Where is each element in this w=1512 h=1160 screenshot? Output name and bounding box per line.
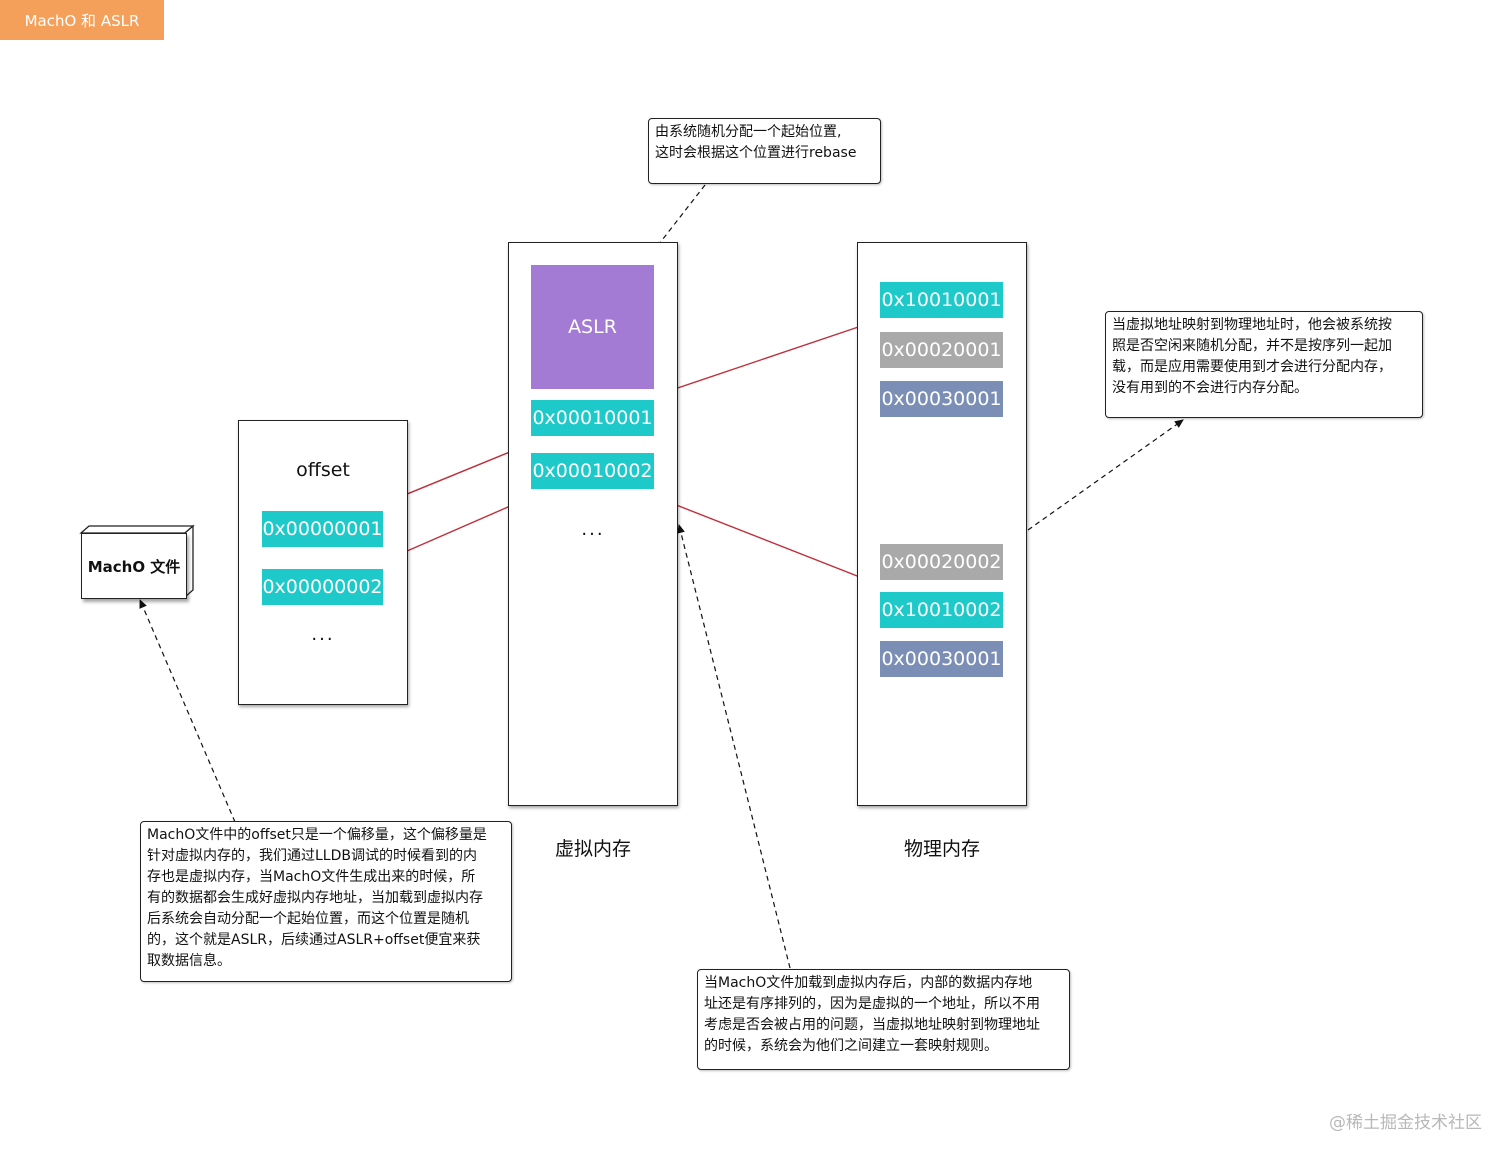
title-tag: MachO 和 ASLR: [0, 0, 164, 40]
macho-file-label: MachO 文件: [87, 557, 181, 576]
offset-note: MachO文件中的offset只是一个偏移量，这个偏移量是 针对虚拟内存的，我们…: [140, 821, 512, 982]
physical-memory-panel: [857, 242, 1027, 806]
mapping-note-line: 的时候，系统会为他们之间建立一套映射规则。: [704, 1038, 998, 1054]
physical-memory-caption: 物理内存: [903, 838, 980, 860]
offset-note-line: 有的数据都会生成好虚拟内存地址，当加载到虚拟内存: [147, 890, 483, 906]
physical-address-1: 0x10010001: [880, 282, 1003, 318]
watermark: @稀土掘金技术社区: [1329, 1113, 1482, 1133]
pointer-mapping-note: [677, 524, 791, 969]
offset-note-line: 存也是虚拟内存，当MachO文件生成出来的时候，所: [147, 869, 476, 885]
physical-note-line: 照是否空闲来随机分配，并不是按序列一起加: [1112, 338, 1392, 354]
physical-address-6: 0x00030001: [880, 641, 1003, 677]
pointer-offset-note: [139, 599, 236, 823]
mapping-note: 当MachO文件加载到虚拟内存后，内部的数据内存地 址还是有序排列的，因为是虚拟…: [697, 969, 1070, 1070]
physical-address-5: 0x10010002: [880, 592, 1003, 628]
offset-note-line: MachO文件中的offset只是一个偏移量，这个偏移量是: [147, 827, 487, 843]
arrow-virtual2-to-physical: [637, 489, 894, 591]
physical-note-line: 当虚拟地址映射到物理地址时，他会被系统按: [1112, 317, 1392, 333]
mapping-note-line: 当MachO文件加载到虚拟内存后，内部的数据内存地: [704, 975, 1033, 991]
offset-address-2: 0x00000002: [262, 569, 383, 605]
virtual-address-2: 0x00010002: [531, 453, 654, 489]
cube-top-face: [79, 525, 195, 534]
aslr-note: 由系统随机分配一个起始位置, 这时会根据这个位置进行rebase: [648, 118, 881, 184]
offset-panel: [238, 420, 408, 705]
aslr-note-line: 由系统随机分配一个起始位置,: [655, 124, 842, 140]
offset-address-1: 0x00000001: [262, 511, 383, 547]
offset-note-line: 后系统会自动分配一个起始位置，而这个位置是随机: [147, 911, 469, 927]
macho-file-box: MachO 文件: [81, 533, 187, 599]
pointer-physical-note: [1027, 419, 1184, 531]
offset-ellipsis: ...: [311, 624, 335, 645]
offset-title: offset: [296, 459, 350, 481]
virtual-address-1: 0x00010001: [531, 400, 654, 436]
offset-note-line: 取数据信息。: [147, 953, 231, 969]
aslr-note-line: 这时会根据这个位置进行rebase: [655, 145, 857, 161]
aslr-block: ASLR: [531, 265, 654, 389]
physical-note-line: 载，而是应用需要使用到才会进行分配内存，: [1112, 359, 1392, 375]
mapping-note-line: 考虑是否会被占用的问题，当虚拟地址映射到物理地址: [704, 1017, 1040, 1033]
physical-note-line: 没有用到的不会进行内存分配。: [1112, 380, 1308, 396]
physical-note: 当虚拟地址映射到物理地址时，他会被系统按 照是否空闲来随机分配，并不是按序列一起…: [1105, 311, 1423, 418]
mapping-note-line: 址还是有序排列的，因为是虚拟的一个地址，所以不用: [704, 996, 1040, 1012]
offset-note-line: 针对虚拟内存的，我们通过LLDB调试的时候看到的内: [147, 848, 477, 864]
offset-note-line: 的，这个就是ASLR，后续通过ASLR+offset便宜来获: [147, 932, 481, 948]
virtual-ellipsis: ...: [581, 519, 605, 540]
physical-address-3: 0x00030001: [880, 381, 1003, 417]
arrow-virtual1-to-physical: [647, 316, 886, 399]
virtual-memory-caption: 虚拟内存: [554, 838, 631, 860]
physical-address-2: 0x00020001: [880, 332, 1003, 368]
physical-address-4: 0x00020002: [880, 544, 1003, 580]
